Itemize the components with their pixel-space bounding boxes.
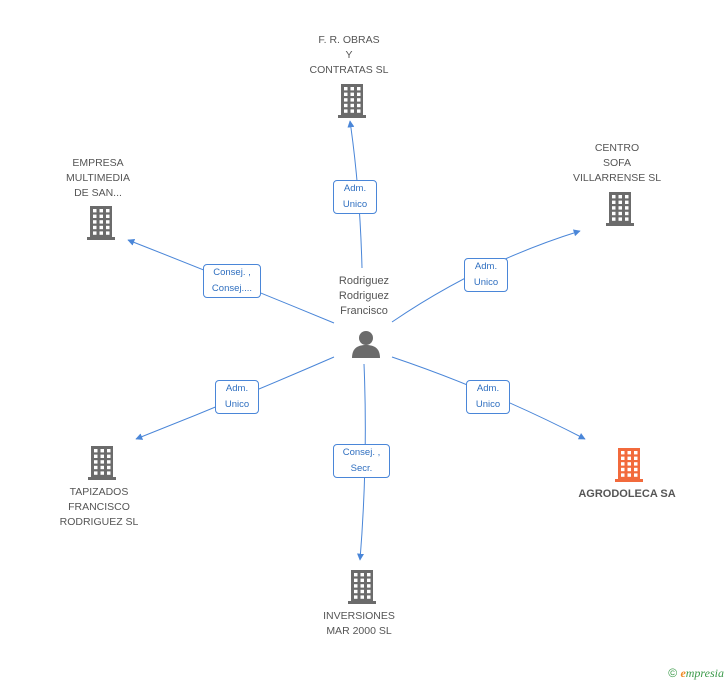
brand-logo: empresia [680,666,724,680]
role-box-tapizados[interactable]: Adm. Unico [215,380,259,414]
company-label-inversiones[interactable]: INVERSIONES MAR 2000 SL [323,610,395,637]
company-label-agrodoleca[interactable]: AGRODOLECA SA [578,488,676,500]
role-box-empresa-multimedia[interactable]: Consej. , Consej.... [203,264,261,298]
role-box-fr-obras[interactable]: Adm. Unico [333,180,377,214]
building-icon[interactable] [605,192,635,226]
building-icon[interactable] [86,206,116,240]
company-label-tapizados[interactable]: TAPIZADOS FRANCISCO RODRIGUEZ SL [59,486,139,528]
role-box-centro-sofa[interactable]: Adm. Unico [464,258,508,292]
role-box-inversiones[interactable]: Consej. , Secr. [333,444,390,478]
building-icon[interactable] [337,84,367,118]
building-icon[interactable] [614,448,644,482]
footer-brand: © empresia [668,666,724,681]
center-person-name[interactable]: Rodriguez Rodriguez Francisco [338,275,390,317]
role-box-agrodoleca[interactable]: Adm. Unico [466,380,510,414]
company-label-fr-obras[interactable]: F. R. OBRAS Y CONTRATAS SL [309,34,389,76]
building-icon[interactable] [347,570,377,604]
building-icon[interactable] [87,446,117,480]
company-label-centro-sofa[interactable]: CENTRO SOFA VILLARRENSE SL [572,142,662,184]
person-icon[interactable] [351,330,381,358]
copyright-symbol: © [668,666,678,680]
company-label-empresa-multimedia[interactable]: EMPRESA MULTIMEDIA DE SAN... [66,157,130,199]
